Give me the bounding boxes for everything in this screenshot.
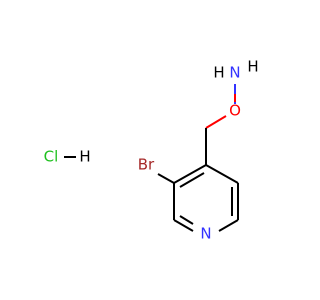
bond-c6-n — [218, 219, 239, 232]
atom-h-amine-top: H — [247, 58, 258, 76]
bond-c3-c4 — [173, 164, 207, 184]
atom-h-hcl: H — [79, 148, 90, 166]
atom-n-amine: N — [229, 64, 240, 82]
structure-diagram: H N H O Br N Cl H — [44, 58, 259, 243]
bond-o-ch2 — [205, 115, 227, 129]
molecule-canvas: H N H O Br N Cl H — [44, 58, 259, 243]
atom-oxygen: O — [229, 102, 241, 120]
bond-c3-c4-double — [179, 172, 205, 188]
bonds — [64, 84, 239, 232]
atom-bromine: Br — [138, 156, 155, 174]
bond-n-c2-double — [179, 215, 194, 225]
bond-c3-br — [157, 173, 175, 184]
atom-chlorine: Cl — [44, 148, 59, 166]
bond-n-c2 — [173, 219, 194, 232]
atom-n-ring: N — [200, 225, 211, 243]
atom-h-amine-left: H — [213, 64, 224, 82]
bond-c4-c5 — [205, 164, 239, 184]
